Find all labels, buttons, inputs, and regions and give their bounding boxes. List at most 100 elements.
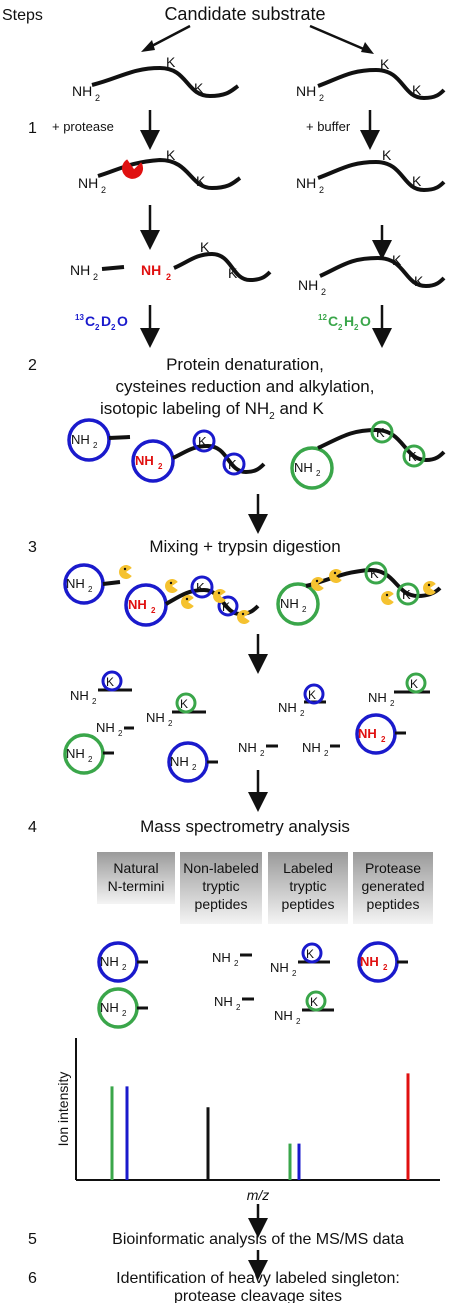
trypsin-pacman-icon: [423, 581, 436, 595]
svg-text:K: K: [412, 173, 422, 189]
svg-text:K: K: [382, 147, 392, 163]
svg-text:C: C: [328, 313, 338, 329]
cleaved-products: NH 2 NH 2 K K: [70, 239, 272, 283]
svg-text:2: 2: [234, 959, 239, 968]
svg-text:NH: NH: [270, 960, 289, 975]
step-number-3: 3: [28, 539, 37, 556]
svg-text:NH: NH: [96, 720, 115, 735]
svg-text:NH: NH: [368, 690, 387, 705]
svg-text:tryptic: tryptic: [289, 878, 326, 894]
svg-text:NH: NH: [212, 950, 231, 965]
trypsin-pacman-icon: [329, 569, 342, 584]
step-number-4: 4: [28, 819, 37, 836]
svg-text:H: H: [344, 313, 354, 329]
buffer-addition-label: + buffer: [306, 119, 351, 134]
svg-text:2: 2: [111, 323, 116, 332]
svg-text:K: K: [222, 600, 230, 614]
substrate-buffer: NH 2 K K: [296, 147, 446, 195]
step-number-5: 5: [28, 1231, 37, 1248]
uncleaved-product: NH 2 K K: [298, 252, 446, 297]
y-axis-label: Ion intensity: [55, 1072, 71, 1147]
svg-text:2: 2: [383, 963, 388, 972]
step2-line2: cysteines reduction and alkylation,: [116, 377, 375, 396]
svg-text:NH: NH: [146, 710, 165, 725]
svg-text:2: 2: [151, 606, 156, 615]
svg-text:peptides: peptides: [367, 896, 420, 912]
category-non-labeled-tryptic: [180, 852, 262, 924]
svg-text:NH: NH: [302, 740, 321, 755]
trypsin-eye: [385, 593, 389, 597]
trypsin-pacman-icon: [381, 591, 394, 605]
steps-heading: Steps: [2, 7, 43, 24]
svg-text:NH: NH: [128, 597, 147, 612]
svg-text:2: 2: [95, 93, 100, 103]
svg-text:Labeled: Labeled: [283, 860, 333, 876]
trypsin-pacman-icon: [165, 579, 178, 593]
trypsin-pacman-icon: [119, 565, 132, 579]
svg-text:2: 2: [192, 763, 197, 772]
svg-text:K: K: [414, 273, 424, 289]
svg-text:K: K: [370, 566, 379, 581]
svg-text:peptides: peptides: [282, 896, 335, 912]
svg-text:2: 2: [101, 185, 106, 195]
svg-text:2: 2: [118, 729, 123, 738]
digestion-right: NH 2 K K: [276, 561, 442, 626]
svg-text:peptides: peptides: [195, 896, 248, 912]
substrate-right: NH 2 K K: [296, 56, 446, 103]
svg-text:K: K: [412, 82, 422, 98]
svg-text:13: 13: [75, 313, 84, 322]
svg-text:NH: NH: [70, 688, 89, 703]
step5-text: Bioinformatic analysis of the MS/MS data: [112, 1231, 404, 1248]
svg-text:NH: NH: [280, 596, 299, 611]
neo-n-terminus-label: NH: [141, 262, 161, 278]
arrow-left-diagonal: [147, 24, 191, 50]
protease-addition-label: + protease: [52, 119, 114, 134]
svg-text:2: 2: [321, 287, 326, 297]
svg-text:K: K: [228, 265, 238, 281]
step3-text: Mixing + trypsin digestion: [149, 537, 340, 556]
svg-text:K: K: [194, 80, 204, 96]
svg-text:2: 2: [122, 1009, 127, 1018]
svg-text:K: K: [402, 587, 411, 602]
step2-line1: Protein denaturation,: [166, 355, 324, 374]
trypsin-eye: [241, 612, 245, 616]
svg-text:NH: NH: [274, 1008, 293, 1023]
step6-line2: protease cleavage sites: [174, 1288, 342, 1303]
svg-text:K: K: [310, 995, 318, 1009]
svg-text:2: 2: [260, 749, 265, 758]
svg-text:2: 2: [302, 605, 307, 614]
svg-text:NH: NH: [71, 432, 90, 447]
svg-text:Natural: Natural: [113, 860, 158, 876]
trypsin-pacman-icon: [236, 610, 250, 624]
svg-text:NH: NH: [70, 262, 90, 278]
trypsin-eye: [169, 581, 173, 585]
trypsin-pacman-icon: [181, 595, 194, 610]
svg-text:NH: NH: [278, 700, 297, 715]
category-natural-n-termini: [97, 852, 175, 904]
svg-text:NH: NH: [238, 740, 257, 755]
svg-text:2: 2: [92, 697, 97, 706]
svg-text:generated: generated: [361, 878, 424, 894]
svg-text:2: 2: [319, 185, 324, 195]
svg-text:NH: NH: [358, 726, 377, 741]
svg-text:N-termini: N-termini: [108, 878, 165, 894]
svg-text:K: K: [308, 688, 316, 702]
heavy-formaldehyde-label: 13 C 2 D 2 O: [75, 313, 128, 332]
svg-text:K: K: [196, 173, 206, 189]
svg-text:2: 2: [292, 969, 297, 978]
svg-text:K: K: [410, 677, 418, 691]
svg-text:K: K: [306, 947, 314, 961]
arrow-right-diagonal: [309, 24, 367, 52]
svg-text:2: 2: [381, 735, 386, 744]
protease-pacman-icon: [122, 159, 144, 179]
svg-text:2: 2: [168, 719, 173, 728]
trypsin-eye: [333, 571, 337, 575]
svg-text:Non-labeled: Non-labeled: [183, 860, 259, 876]
svg-text:2: 2: [93, 441, 98, 450]
svg-text:2: 2: [88, 755, 93, 764]
arrowhead-left-diagonal: [141, 40, 155, 52]
svg-text:NH: NH: [135, 453, 154, 468]
svg-text:NH: NH: [72, 83, 92, 99]
